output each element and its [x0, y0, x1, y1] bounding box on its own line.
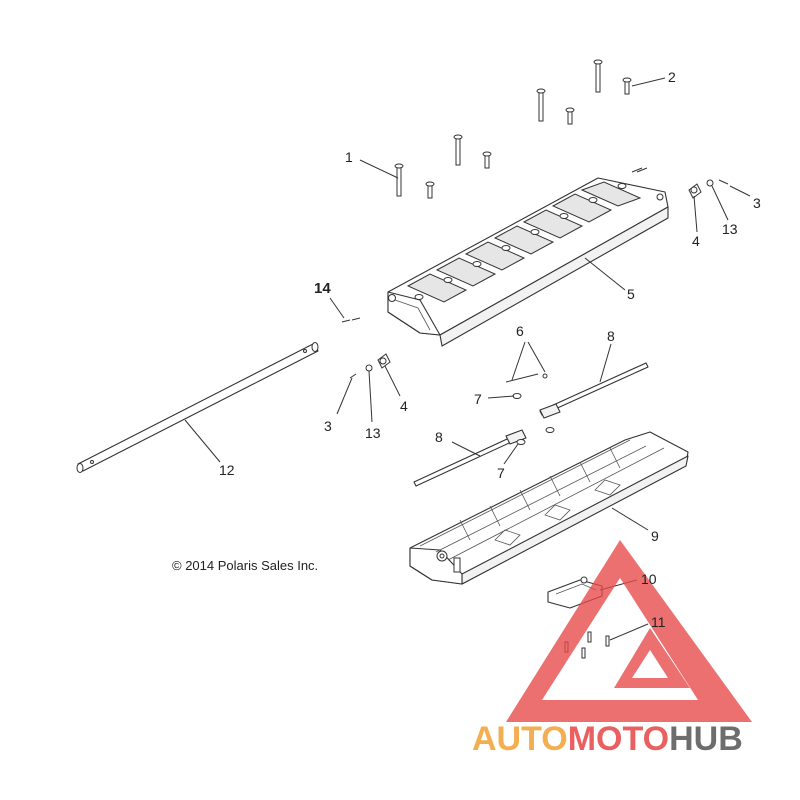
callout-7: 7 [474, 391, 482, 407]
leader-lines [184, 77, 751, 641]
bolt [425, 181, 435, 199]
callout-10: 10 [641, 571, 657, 587]
callout-12: 12 [219, 462, 235, 478]
watermark-triangle-inner [614, 628, 690, 688]
tread-pads [406, 181, 642, 303]
mounting-holes [414, 183, 627, 300]
callout-4: 4 [692, 233, 700, 249]
bolt [453, 134, 463, 166]
bolt [536, 88, 546, 122]
callouts: 1 2 3 13 4 5 14 6 8 7 3 13 4 12 8 7 9 10… [219, 69, 761, 630]
watermark-logo [506, 540, 752, 722]
bolt [394, 163, 404, 197]
callout-7b: 7 [497, 465, 505, 481]
callout-8: 8 [607, 328, 615, 344]
callout-1: 1 [345, 149, 353, 165]
hardware-right [688, 179, 729, 199]
bolt [622, 77, 632, 95]
watermark-text: AUTOMOTOHUB [472, 720, 743, 758]
callout-13: 13 [722, 221, 738, 237]
callout-5: 5 [627, 286, 635, 302]
callout-3: 3 [753, 195, 761, 211]
watermark-text-auto: AUTO [472, 720, 568, 758]
callout-9: 9 [651, 528, 659, 544]
watermark-triangle-outer [506, 540, 752, 722]
copyright-notice: © 2014 Polaris Sales Inc. [172, 558, 318, 573]
callout-11: 11 [651, 614, 666, 630]
small-pins [631, 167, 648, 173]
callout-8b: 8 [435, 429, 443, 445]
watermark-text-moto: MOTO [568, 720, 669, 758]
running-board-lower [409, 431, 689, 585]
hardware-left [341, 317, 391, 379]
bolt [593, 59, 603, 93]
callout-14: 14 [314, 280, 331, 297]
callout-3b: 3 [324, 418, 332, 434]
bolt [565, 107, 575, 125]
watermark-text-hub: HUB [669, 720, 743, 758]
running-board-upper [387, 177, 669, 347]
straps-and-rods [413, 362, 649, 487]
callout-2: 2 [668, 69, 676, 85]
callout-4b: 4 [400, 398, 408, 414]
bolt [482, 151, 492, 169]
rod-12 [76, 342, 319, 473]
callout-13b: 13 [365, 425, 381, 441]
callout-6: 6 [516, 323, 524, 339]
bolts-upper [394, 59, 648, 199]
